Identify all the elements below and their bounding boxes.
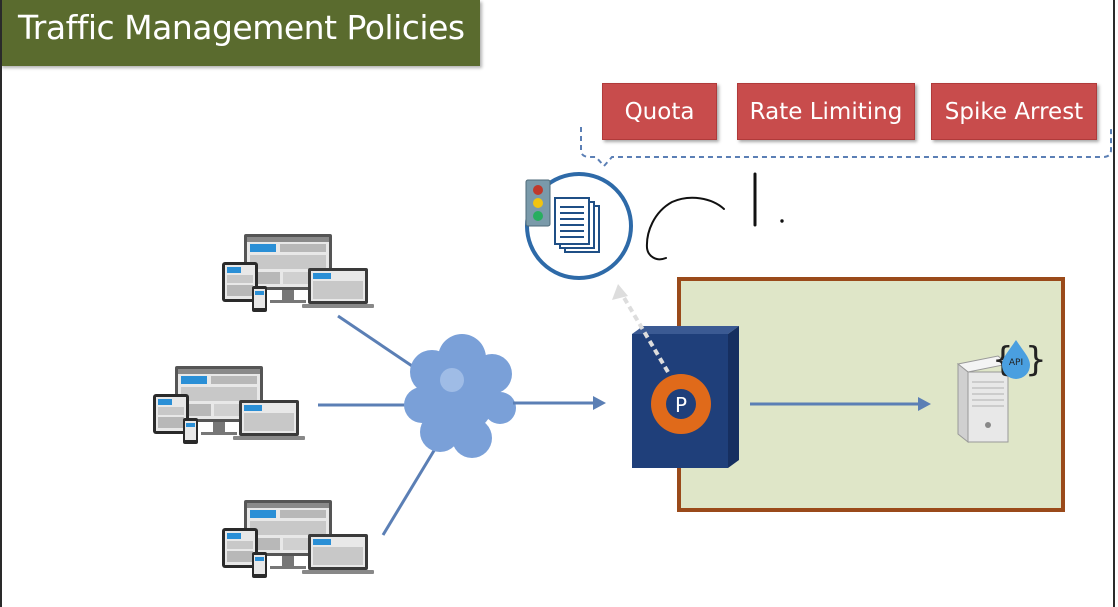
devices-icon: [222, 234, 374, 312]
right-edge-line: [1113, 0, 1115, 607]
left-edge-line: [0, 0, 2, 607]
policy-rate-limiting-label: Rate Limiting: [749, 98, 903, 125]
arrowhead: [593, 396, 606, 410]
title-bar: Traffic Management Policies: [0, 0, 480, 66]
policy-quota: Quota: [602, 83, 717, 140]
traffic-light-icon: [525, 179, 551, 227]
policy-spike-arrest-label: Spike Arrest: [944, 98, 1084, 125]
devices-icon: [153, 366, 305, 444]
svg-text:}: }: [1025, 340, 1047, 380]
arrowhead: [918, 397, 931, 411]
policy-spike-arrest: Spike Arrest: [931, 83, 1097, 140]
api-label: API: [1009, 358, 1023, 368]
cloud-icon: [404, 334, 516, 458]
proxy-label: P: [675, 393, 687, 417]
connector-line: [381, 443, 440, 536]
dashed-arrow: [621, 294, 670, 374]
api-drop-icon: { } API: [992, 340, 1047, 380]
policy-rate-limiting: Rate Limiting: [737, 83, 915, 140]
policy-quota-label: Quota: [624, 98, 695, 125]
page-title: Traffic Management Policies: [18, 8, 465, 47]
dashed-arrowhead: [612, 284, 628, 300]
documents-icon: [554, 197, 600, 253]
proxy-box: P: [632, 326, 739, 468]
devices-icon: [222, 500, 374, 578]
policy-group-brace: [580, 127, 1112, 168]
handwritten-annotation: [645, 172, 784, 261]
connector-line: [337, 314, 419, 372]
